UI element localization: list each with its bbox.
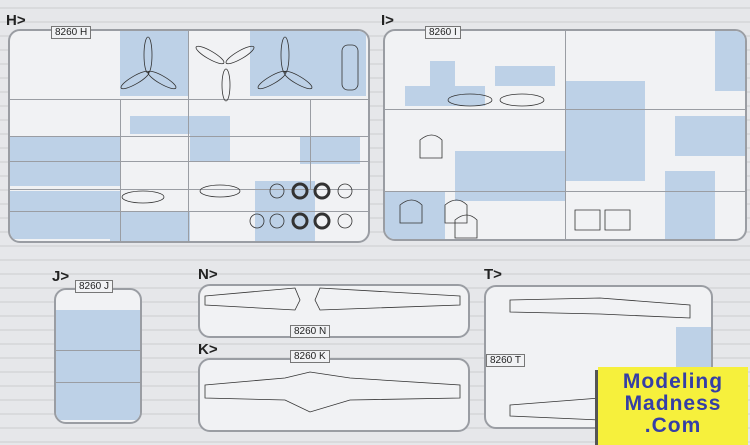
sprue-k-code: 8260 K — [290, 350, 330, 363]
logo-line-3: .Com — [644, 414, 702, 437]
sprue-j-frame — [54, 288, 142, 424]
sprue-j-letter: J> — [52, 268, 70, 285]
sprue-t-code: 8260 T — [486, 354, 525, 367]
modeling-madness-logo: Modeling Madness .Com — [598, 367, 748, 445]
wheel-drawings — [249, 182, 353, 230]
sprue-h-code: 8260 H — [51, 26, 92, 39]
cowling-drawings — [399, 134, 631, 239]
sprue-n-frame — [198, 284, 470, 338]
sprue-j-code: 8260 J — [75, 280, 114, 293]
wing-drawings — [204, 287, 461, 413]
sprue-h-frame — [8, 29, 370, 243]
sprue-k-frame — [198, 358, 470, 432]
logo-line-1: Modeling — [622, 370, 724, 393]
sprue-k-letter: K> — [198, 341, 218, 358]
sprue-t-letter: T> — [484, 266, 502, 283]
sprue-i-frame — [383, 29, 747, 241]
sprue-n-letter: N> — [198, 266, 218, 283]
sprue-n-code: 8260 N — [290, 325, 331, 338]
drop-tank-drawings — [121, 93, 545, 204]
logo-line-2: Madness — [624, 392, 722, 415]
propeller-drawing — [120, 36, 359, 102]
sprue-i-letter: I> — [381, 12, 394, 29]
sprue-h-letter: H> — [6, 12, 26, 29]
sprue-i-code: 8260 I — [425, 26, 461, 39]
